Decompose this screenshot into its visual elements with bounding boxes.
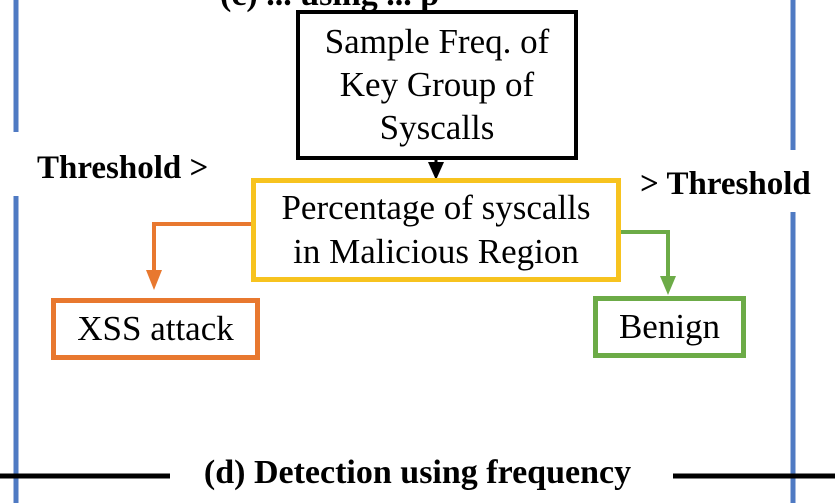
xss-attack-box: XSS attack bbox=[51, 298, 260, 360]
attack-arrow-line bbox=[152, 222, 252, 272]
benign-arrow-line bbox=[620, 230, 670, 278]
caption-text: (d) Detection using frequency bbox=[187, 454, 648, 491]
benign-arrow-head bbox=[660, 276, 676, 295]
xss-attack-text: XSS attack bbox=[77, 309, 234, 348]
figure-caption: (d) Detection using frequency bbox=[0, 454, 835, 492]
threshold-left-label: Threshold > bbox=[37, 150, 209, 186]
down-arrow-head bbox=[428, 162, 444, 180]
sample-frequency-box: Sample Freq. of Key Group of Syscalls bbox=[296, 10, 578, 160]
percentage-box: Percentage of syscalls in Malicious Regi… bbox=[251, 178, 621, 282]
attack-arrow-head bbox=[146, 270, 162, 290]
benign-box: Benign bbox=[593, 296, 746, 358]
cut-off-heading: (c) ... using ... p bbox=[220, 0, 439, 14]
threshold-right-label: > Threshold bbox=[640, 166, 811, 202]
sample-frequency-text: Sample Freq. of Key Group of Syscalls bbox=[324, 21, 550, 147]
benign-text: Benign bbox=[618, 307, 721, 346]
percentage-text: Percentage of syscalls in Malicious Regi… bbox=[281, 188, 591, 271]
